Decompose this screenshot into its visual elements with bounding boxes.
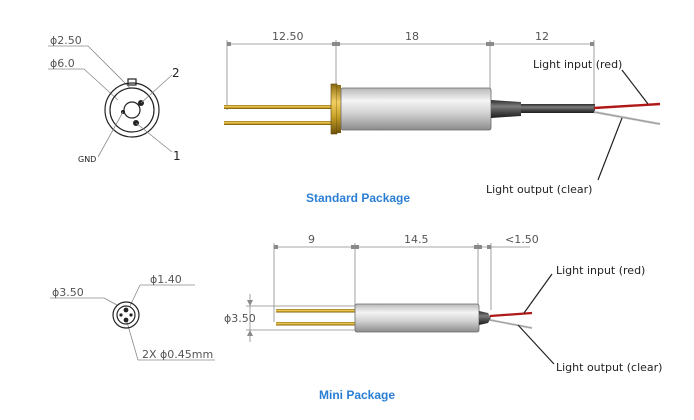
dim-18: 18: [405, 30, 419, 43]
standard-pin-top: [224, 105, 332, 109]
mini-dim-14-5: 14.5: [404, 233, 429, 246]
standard-flange: [330, 83, 338, 135]
mini-pin-bottom: [276, 322, 356, 326]
mini-light-output-label: Light output (clear): [556, 361, 662, 374]
mini-dim-tip: <1.50: [505, 233, 539, 246]
mini-package-caption: Mini Package: [319, 388, 395, 402]
standard-package-caption: Standard Package: [306, 191, 410, 205]
standard-end-view: ϕ2.50 ϕ6.0 2 1 GND: [48, 34, 181, 164]
mini-dia-1-40-label: ϕ1.40: [150, 273, 182, 286]
mini-light-input-label: Light input (red): [556, 264, 645, 277]
standard-boot: [491, 100, 521, 118]
mini-can-inner: [116, 305, 136, 325]
standard-red-fiber: [593, 102, 661, 110]
mini-pin-dot-top: [123, 307, 129, 313]
standard-cable: [521, 104, 595, 113]
mini-pin-top: [276, 309, 356, 313]
standard-pin-bottom: [224, 121, 332, 125]
mini-tip: [479, 311, 491, 325]
pin-2-label: 2: [172, 66, 180, 80]
mini-can-outline: [112, 301, 140, 329]
can-inner-outline: [109, 87, 155, 133]
standard-light-input-label: Light input (red): [533, 58, 622, 71]
can-outline: [104, 82, 160, 138]
standard-light-output-label: Light output (clear): [486, 183, 592, 196]
dia-2-50-label: ϕ2.50: [50, 34, 82, 47]
center-window: [123, 101, 141, 119]
mini-dim-9: 9: [308, 233, 315, 246]
mini-side-view: 9 14.5 <1.50 ϕ3.50 Light input (red) Lig…: [224, 233, 662, 402]
dia-6-0-label: ϕ6.0: [50, 57, 75, 70]
standard-body: [340, 87, 492, 131]
dim-12-50: 12.50: [272, 30, 304, 43]
mini-dia-3-50-label: ϕ3.50: [52, 286, 84, 299]
standard-side-view: 12.50 18 12 Light input (red) Light outp…: [224, 30, 661, 205]
mini-pin-dia-label: 2X ϕ0.45mm: [142, 348, 213, 361]
gnd-label: GND: [78, 155, 96, 164]
mini-red-fiber: [489, 311, 533, 318]
dim-12: 12: [535, 30, 549, 43]
mini-body: [354, 303, 480, 333]
mini-pin-dot-bottom: [123, 317, 129, 323]
standard-flange-lip: [337, 85, 341, 133]
pin-1-label: 1: [173, 149, 181, 163]
mini-dia-height-label: ϕ3.50: [224, 312, 256, 325]
mini-end-view: ϕ3.50 ϕ1.40 2X ϕ0.45mm: [50, 273, 215, 361]
